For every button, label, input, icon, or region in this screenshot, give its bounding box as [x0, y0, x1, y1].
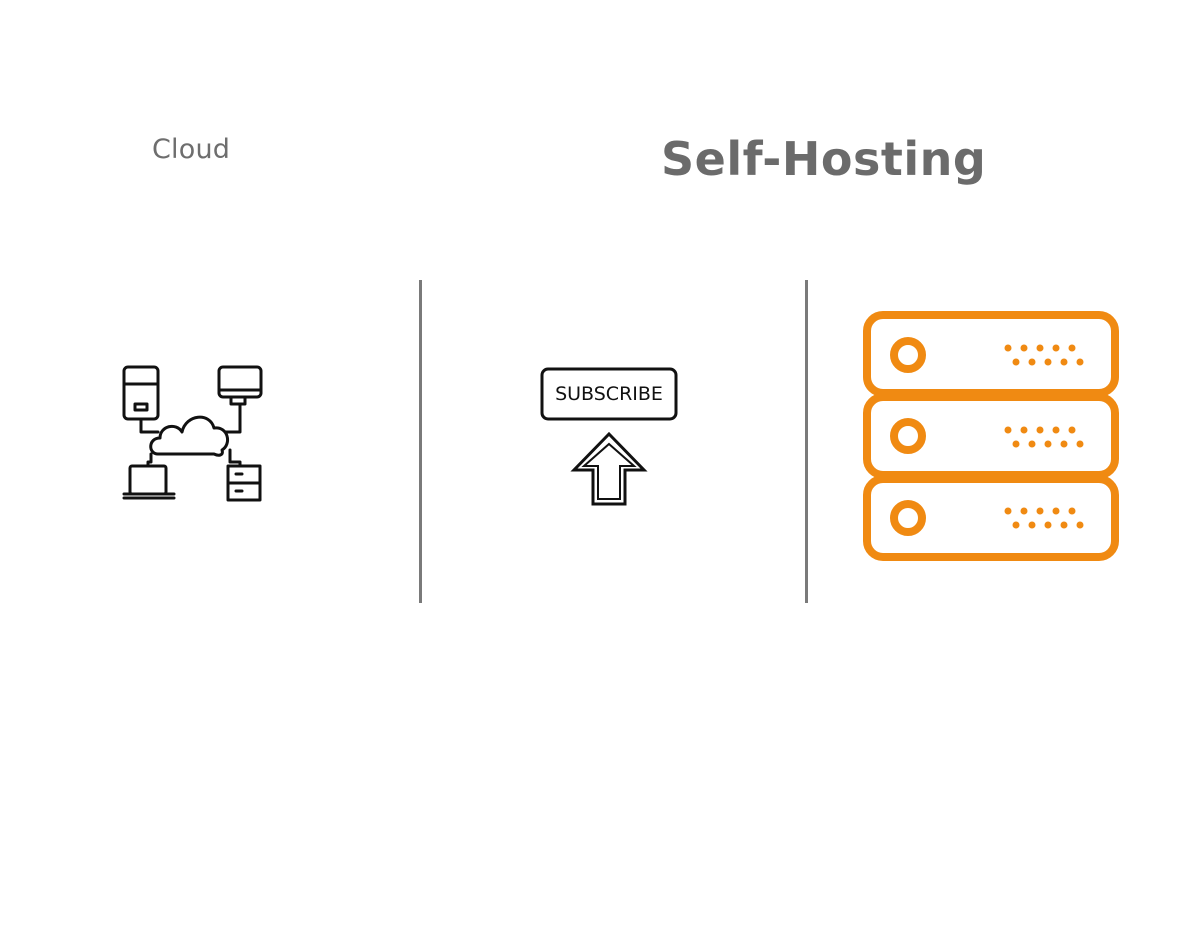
cloud-network-icon — [122, 365, 263, 502]
server-rack-icon — [863, 311, 1119, 561]
divider-left — [419, 280, 422, 603]
self-hosting-label: Self-Hosting — [661, 132, 987, 186]
divider-right — [805, 280, 808, 603]
subscribe-text: SUBSCRIBE — [555, 383, 663, 405]
cloud-label: Cloud — [152, 134, 231, 165]
subscribe-upload-icon: SUBSCRIBE — [540, 367, 678, 506]
